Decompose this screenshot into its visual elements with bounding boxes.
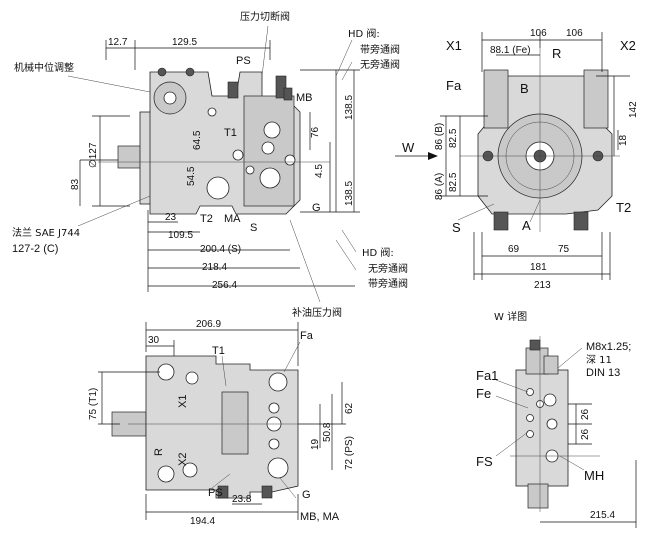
side-b: B xyxy=(520,81,529,96)
dim-23: 23 xyxy=(165,212,177,223)
dim-82-5-top: 82.5 xyxy=(448,128,459,148)
top-x2: X2 xyxy=(177,453,189,466)
dim-76: 76 xyxy=(310,126,321,138)
top-x1: X1 xyxy=(177,395,189,408)
side-s: S xyxy=(452,220,461,235)
port-mb: MB xyxy=(296,92,313,104)
hd-top-without-bypass: 无旁通阀 xyxy=(360,58,400,71)
detail-w-title: W 详图 xyxy=(494,310,527,323)
side-x2: X2 xyxy=(620,38,636,53)
dim-12-7: 12.7 xyxy=(108,37,128,48)
hd-bottom-label: HD 阀: xyxy=(362,246,394,259)
flange-label-2: 127-2 (C) xyxy=(12,243,58,255)
mechanical-neutral-label: 机械中位调整 xyxy=(14,61,74,74)
dim-206-9: 206.9 xyxy=(196,319,221,330)
port-t2: T2 xyxy=(200,213,213,225)
dim-19: 19 xyxy=(310,438,321,450)
hd-valve-top-label: HD 阀: xyxy=(348,27,380,40)
detail-note-1: M8x1.25; xyxy=(586,341,631,353)
flange-label: 法兰 SAE J744 xyxy=(12,226,80,239)
top-r: R xyxy=(153,448,165,456)
dim-215-4: 215.4 xyxy=(590,510,615,521)
dim-86-a: 86 (A) xyxy=(434,173,445,200)
dim-72-ps: 72 (PS) xyxy=(344,436,355,470)
dim-200-4: 200.4 (S) xyxy=(200,244,241,255)
dim-50-8: 50.8 xyxy=(322,422,333,442)
charge-pressure-label: 补油压力阀 xyxy=(292,306,342,319)
dim-69: 69 xyxy=(508,244,520,255)
dim-106-right: 106 xyxy=(566,28,583,39)
detail-w: W 详图 M8x1.25; 深 11 DIN 13 Fa1 Fe FS MH 2… xyxy=(476,310,637,528)
side-r: R xyxy=(552,46,561,61)
dim-142: 142 xyxy=(628,101,639,118)
detail-fs: FS xyxy=(476,454,493,469)
port-ps: PS xyxy=(236,55,251,67)
dim-138-5-top: 138.5 xyxy=(344,95,355,120)
dim-213: 213 xyxy=(534,280,551,291)
dim-26-bottom: 26 xyxy=(580,428,591,440)
side-fa: Fa xyxy=(446,78,462,93)
top-t1: T1 xyxy=(212,345,225,357)
dim-64-5: 64.5 xyxy=(192,130,203,150)
side-view: X1 X2 R B Fa W S A T2 106 106 88.1 (Fe) … xyxy=(395,28,639,291)
detail-mh: MH xyxy=(584,468,604,483)
port-t1: T1 xyxy=(224,127,237,139)
hd-bottom-with-bypass: 带旁通阀 xyxy=(368,277,408,290)
top-g: G xyxy=(302,489,311,501)
top-view: T1 Fa X1 X2 R PS G MB, MA 206.9 30 75 (T… xyxy=(88,319,355,527)
dim-30: 30 xyxy=(148,335,160,346)
dim-88-1: 88.1 (Fe) xyxy=(490,45,531,56)
dim-256-4: 256.4 xyxy=(212,280,237,291)
view-w-arrow: W xyxy=(402,140,415,155)
detail-fa1: Fa1 xyxy=(476,368,498,383)
dim-86-b: 86 (B) xyxy=(434,123,445,150)
port-s-circle xyxy=(259,167,281,189)
dim-127: ∅127 xyxy=(88,142,99,168)
port-s: S xyxy=(250,222,257,234)
pressure-cutoff-label: 压力切断阀 xyxy=(240,10,290,23)
detail-note-2: 深 11 xyxy=(586,354,612,366)
dim-62: 62 xyxy=(344,402,355,414)
dim-54-5: 54.5 xyxy=(186,166,197,186)
detail-block xyxy=(515,369,569,487)
port-g: G xyxy=(312,202,321,214)
dim-83: 83 xyxy=(70,178,81,190)
dim-75: 75 xyxy=(558,244,570,255)
hd-bottom-without-bypass: 无旁通阀 xyxy=(368,262,408,275)
side-t2: T2 xyxy=(616,200,631,215)
top-mb-ma: MB, MA xyxy=(300,511,340,523)
dim-218-4: 218.4 xyxy=(202,262,227,273)
detail-fe: Fe xyxy=(476,386,491,401)
dim-82-5-bottom: 82.5 xyxy=(448,172,459,192)
dim-4-5: 4.5 xyxy=(314,164,325,178)
dim-181: 181 xyxy=(530,262,547,273)
dim-109-5: 109.5 xyxy=(168,230,193,241)
dim-138-5-bottom: 138.5 xyxy=(344,181,355,206)
dim-23-8: 23.8 xyxy=(232,494,252,505)
detail-note-3: DIN 13 xyxy=(586,367,620,379)
top-ps: PS xyxy=(208,487,223,499)
top-fa: Fa xyxy=(300,330,314,342)
port-ma: MA xyxy=(224,213,241,225)
hd-top-with-bypass: 带旁通阀 xyxy=(360,43,400,56)
side-a: A xyxy=(522,218,531,233)
dim-75-t1: 75 (T1) xyxy=(88,388,99,420)
dim-26-top: 26 xyxy=(580,408,591,420)
dim-129-5: 129.5 xyxy=(172,37,197,48)
dim-18: 18 xyxy=(618,134,629,146)
side-x1: X1 xyxy=(446,38,462,53)
dim-194-4: 194.4 xyxy=(190,516,215,527)
front-view: 压力切断阀 HD 阀: 带旁通阀 无旁通阀 机械中位调整 法兰 SAE J744… xyxy=(12,10,408,319)
dim-106-left: 106 xyxy=(530,28,547,39)
